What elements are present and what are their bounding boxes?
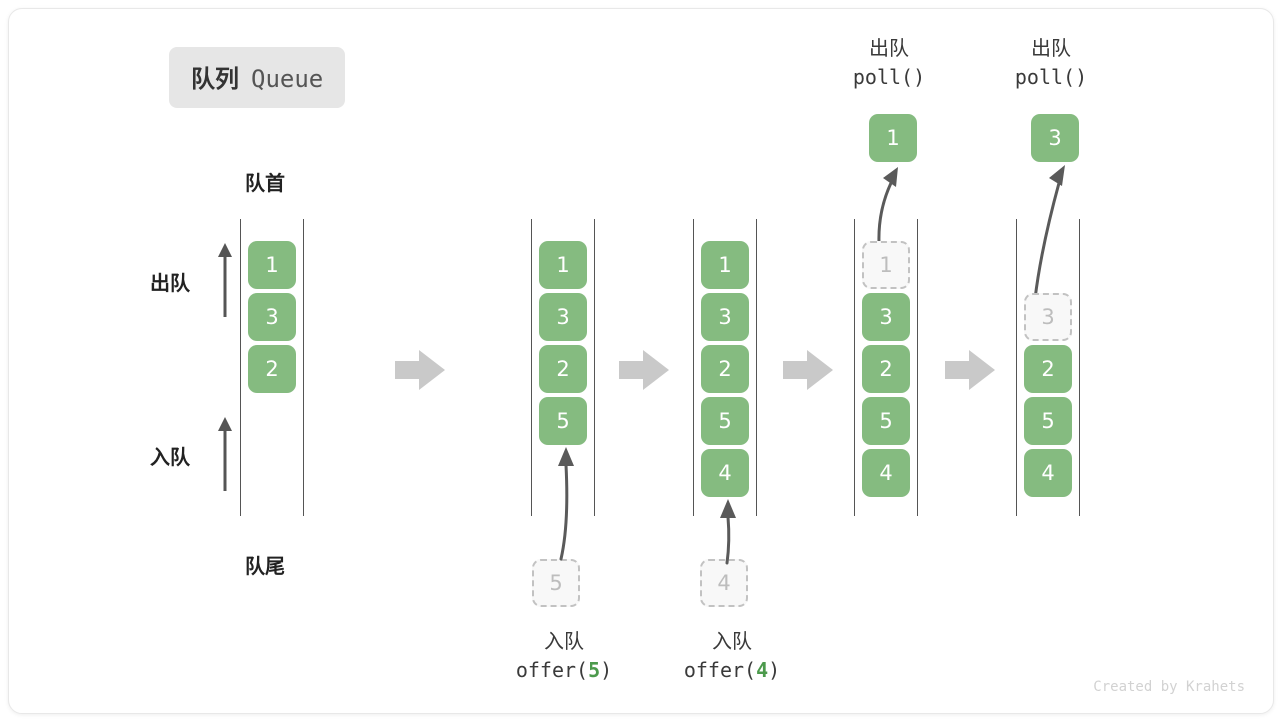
- dequeue-curve-arrow: [877, 167, 898, 245]
- dequeue-curve-arrow: [1033, 165, 1065, 301]
- operation-signature: poll(): [852, 65, 926, 89]
- dequeue-direction-arrow: [218, 243, 232, 317]
- operation-signature: offer(5): [515, 658, 613, 682]
- operation-label-poll-1: 出队 poll(): [799, 34, 979, 92]
- flow-arrow-icon: [783, 350, 833, 390]
- queue-cell: 2: [862, 345, 910, 393]
- flow-arrow-icon: [945, 350, 995, 390]
- flow-arrow-icon: [395, 350, 445, 390]
- queue-cell: 3: [862, 293, 910, 341]
- title-badge: 队列 Queue: [169, 47, 346, 108]
- rail-left: [693, 219, 694, 516]
- queue-cell: 1: [248, 241, 296, 289]
- dequeued-ghost-cell: 3: [1024, 293, 1072, 341]
- queue-cell: 4: [701, 449, 749, 497]
- queue-cell: 5: [1024, 397, 1072, 445]
- queue-cell: 4: [862, 449, 910, 497]
- dequeue-direction-label: 出队: [150, 271, 190, 295]
- queue-cell: 2: [539, 345, 587, 393]
- popped-cell: 3: [1031, 114, 1079, 162]
- enqueue-direction-label: 入队: [150, 445, 190, 469]
- enqueue-curve-arrow: [558, 447, 574, 561]
- queue-cell: 3: [248, 293, 296, 341]
- operation-label-offer-5: 入队 offer(5): [449, 627, 679, 685]
- operation-label-poll-3: 出队 poll(): [961, 34, 1141, 92]
- diagram-canvas: 队列 Queue 队首 队尾 出队 入队 1 3 2 1 3 2 5 5: [8, 8, 1274, 714]
- queue-cell: 1: [701, 241, 749, 289]
- rail-left: [531, 219, 532, 516]
- flow-arrow-icon: [619, 350, 669, 390]
- rear-label: 队尾: [245, 554, 285, 578]
- enqueue-direction-arrow: [218, 417, 232, 491]
- rail-left: [1016, 219, 1017, 516]
- rail-right: [303, 219, 304, 516]
- popped-cell: 1: [869, 114, 917, 162]
- rail-right: [594, 219, 595, 516]
- operation-cn: 入队: [544, 629, 584, 653]
- operation-cn: 出队: [1031, 36, 1071, 60]
- rail-right: [756, 219, 757, 516]
- front-label: 队首: [245, 171, 285, 195]
- queue-cell: 5: [701, 397, 749, 445]
- title-english: Queue: [251, 65, 324, 93]
- title-chinese: 队列: [191, 65, 239, 93]
- queue-cell: 3: [701, 293, 749, 341]
- rail-right: [917, 219, 918, 516]
- credit-text: Created by Krahets: [1093, 679, 1245, 695]
- queue-cell: 5: [539, 397, 587, 445]
- pending-cell: 4: [700, 559, 748, 607]
- operation-label-offer-4: 入队 offer(4): [617, 627, 847, 685]
- operation-cn: 入队: [712, 629, 752, 653]
- queue-cell: 5: [862, 397, 910, 445]
- operation-cn: 出队: [869, 36, 909, 60]
- queue-cell: 4: [1024, 449, 1072, 497]
- rail-right: [1079, 219, 1080, 516]
- pending-cell: 5: [532, 559, 580, 607]
- rail-left: [240, 219, 241, 516]
- queue-cell: 2: [1024, 345, 1072, 393]
- enqueue-curve-arrow: [720, 499, 736, 565]
- queue-cell: 1: [539, 241, 587, 289]
- queue-cell: 3: [539, 293, 587, 341]
- rail-left: [854, 219, 855, 516]
- queue-cell: 2: [701, 345, 749, 393]
- operation-signature: poll(): [1014, 65, 1088, 89]
- operation-signature: offer(4): [683, 658, 781, 682]
- dequeued-ghost-cell: 1: [862, 241, 910, 289]
- queue-cell: 2: [248, 345, 296, 393]
